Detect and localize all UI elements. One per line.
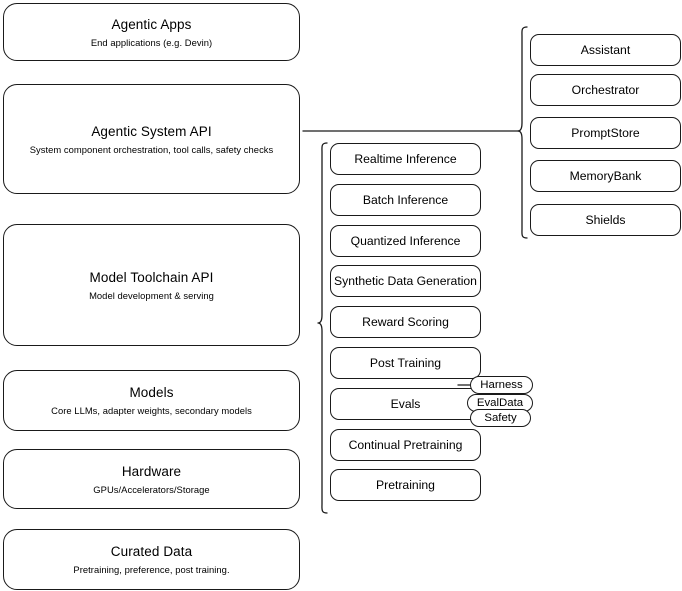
- component-reward-scoring[interactable]: Reward Scoring: [330, 306, 481, 338]
- component-label: Continual Pretraining: [348, 437, 463, 452]
- brace-model-toolchain-components: [317, 142, 328, 514]
- component-label: Synthetic Data Generation: [334, 273, 477, 288]
- subcomponent-harness[interactable]: Harness: [470, 376, 533, 394]
- component-assistant[interactable]: Assistant: [530, 34, 681, 66]
- layer-hardware[interactable]: Hardware GPUs/Accelerators/Storage: [3, 449, 300, 509]
- component-continual-pretraining[interactable]: Continual Pretraining: [330, 429, 481, 461]
- component-label: Post Training: [369, 355, 442, 370]
- component-label: Evals: [390, 396, 421, 411]
- component-label: Batch Inference: [362, 192, 449, 207]
- component-label: Realtime Inference: [354, 151, 457, 166]
- layer-title: Agentic System API: [91, 123, 212, 139]
- component-realtime-inference[interactable]: Realtime Inference: [330, 143, 481, 175]
- subcomponent-safety[interactable]: Safety: [470, 409, 531, 427]
- subcomponent-label: Safety: [484, 411, 517, 424]
- layer-agentic-system-api[interactable]: Agentic System API System component orch…: [3, 84, 300, 194]
- component-synthetic-data-generation[interactable]: Synthetic Data Generation: [330, 265, 481, 297]
- layer-title: Curated Data: [110, 544, 193, 559]
- layer-title: Model Toolchain API: [89, 269, 214, 285]
- layer-models[interactable]: Models Core LLMs, adapter weights, secon…: [3, 370, 300, 431]
- layer-subtitle: Model development & serving: [89, 289, 214, 301]
- layer-subtitle: End applications (e.g. Devin): [90, 36, 213, 48]
- component-label: Quantized Inference: [350, 233, 461, 248]
- component-label: MemoryBank: [569, 168, 642, 183]
- component-orchestrator[interactable]: Orchestrator: [530, 74, 681, 106]
- brace-agentic-system-components: [517, 26, 528, 239]
- component-label: Orchestrator: [571, 82, 640, 97]
- component-promptstore[interactable]: PromptStore: [530, 117, 681, 149]
- component-post-training[interactable]: Post Training: [330, 347, 481, 379]
- layer-title: Hardware: [121, 463, 182, 479]
- component-label: Shields: [585, 212, 626, 227]
- layer-curated-data[interactable]: Curated Data Pretraining, preference, po…: [3, 529, 300, 590]
- layer-subtitle: System component orchestration, tool cal…: [29, 143, 274, 155]
- layer-agentic-apps[interactable]: Agentic Apps End applications (e.g. Devi…: [3, 3, 300, 61]
- component-memorybank[interactable]: MemoryBank: [530, 160, 681, 192]
- component-label: Reward Scoring: [362, 314, 449, 329]
- component-label: Assistant: [580, 42, 631, 57]
- layer-subtitle: Core LLMs, adapter weights, secondary mo…: [51, 405, 252, 416]
- component-label: Pretraining: [376, 477, 435, 492]
- subcomponent-label: Harness: [480, 378, 523, 391]
- layer-title: Agentic Apps: [111, 16, 192, 32]
- layer-subtitle: Pretraining, preference, post training.: [73, 564, 230, 575]
- component-shields[interactable]: Shields: [530, 204, 681, 236]
- component-pretraining[interactable]: Pretraining: [330, 469, 481, 501]
- layer-model-toolchain-api[interactable]: Model Toolchain API Model development & …: [3, 224, 300, 346]
- component-quantized-inference[interactable]: Quantized Inference: [330, 225, 481, 257]
- layer-title: Models: [129, 385, 174, 400]
- component-batch-inference[interactable]: Batch Inference: [330, 184, 481, 216]
- layer-subtitle: GPUs/Accelerators/Storage: [93, 483, 210, 495]
- component-evals[interactable]: Evals: [330, 388, 481, 420]
- component-label: PromptStore: [571, 125, 640, 140]
- subcomponent-label: EvalData: [476, 396, 524, 409]
